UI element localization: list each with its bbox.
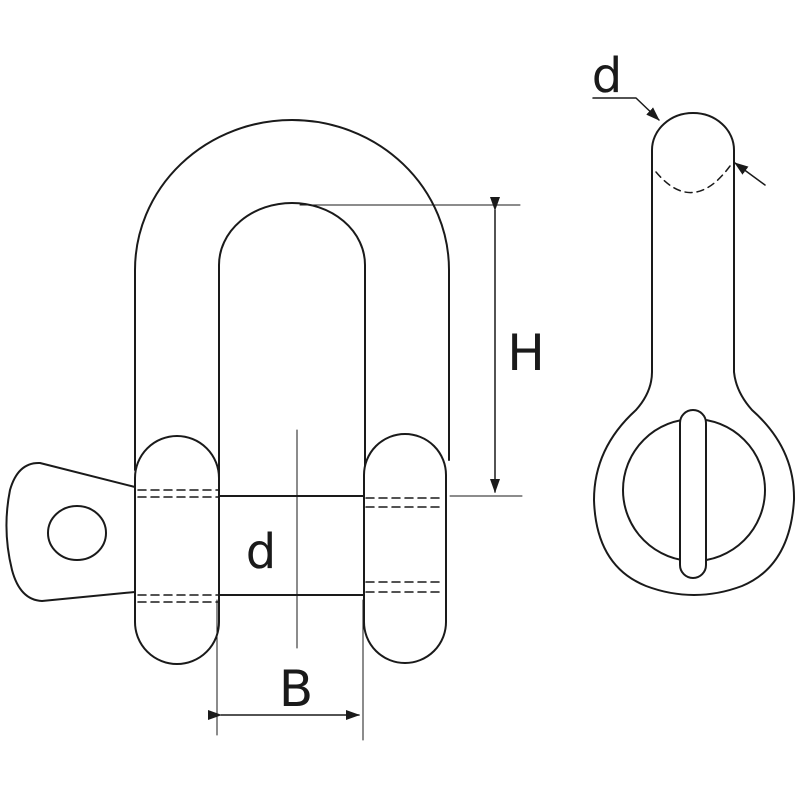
d-leader-top	[592, 97, 660, 121]
shackle-front-view	[5, 119, 450, 665]
shackle-side-view	[592, 97, 796, 596]
width-label: B	[279, 660, 313, 718]
side-view-outline	[593, 112, 796, 596]
side-diameter-label: d	[592, 48, 622, 104]
dimension-b	[208, 599, 364, 741]
hidden-pin-lines	[137, 489, 445, 603]
side-view-hidden-arc	[655, 165, 731, 194]
right-ear	[363, 433, 447, 664]
side-view-pin-slot	[679, 409, 707, 579]
pin-diameter-label: d	[246, 524, 276, 580]
pin-eye-end	[5, 461, 136, 602]
left-ear	[134, 435, 220, 665]
height-label: H	[507, 324, 545, 382]
pin-eye-hole	[47, 505, 107, 561]
dimension-h	[299, 197, 523, 497]
d-leader-right	[734, 162, 766, 186]
shackle-bow	[134, 119, 450, 496]
